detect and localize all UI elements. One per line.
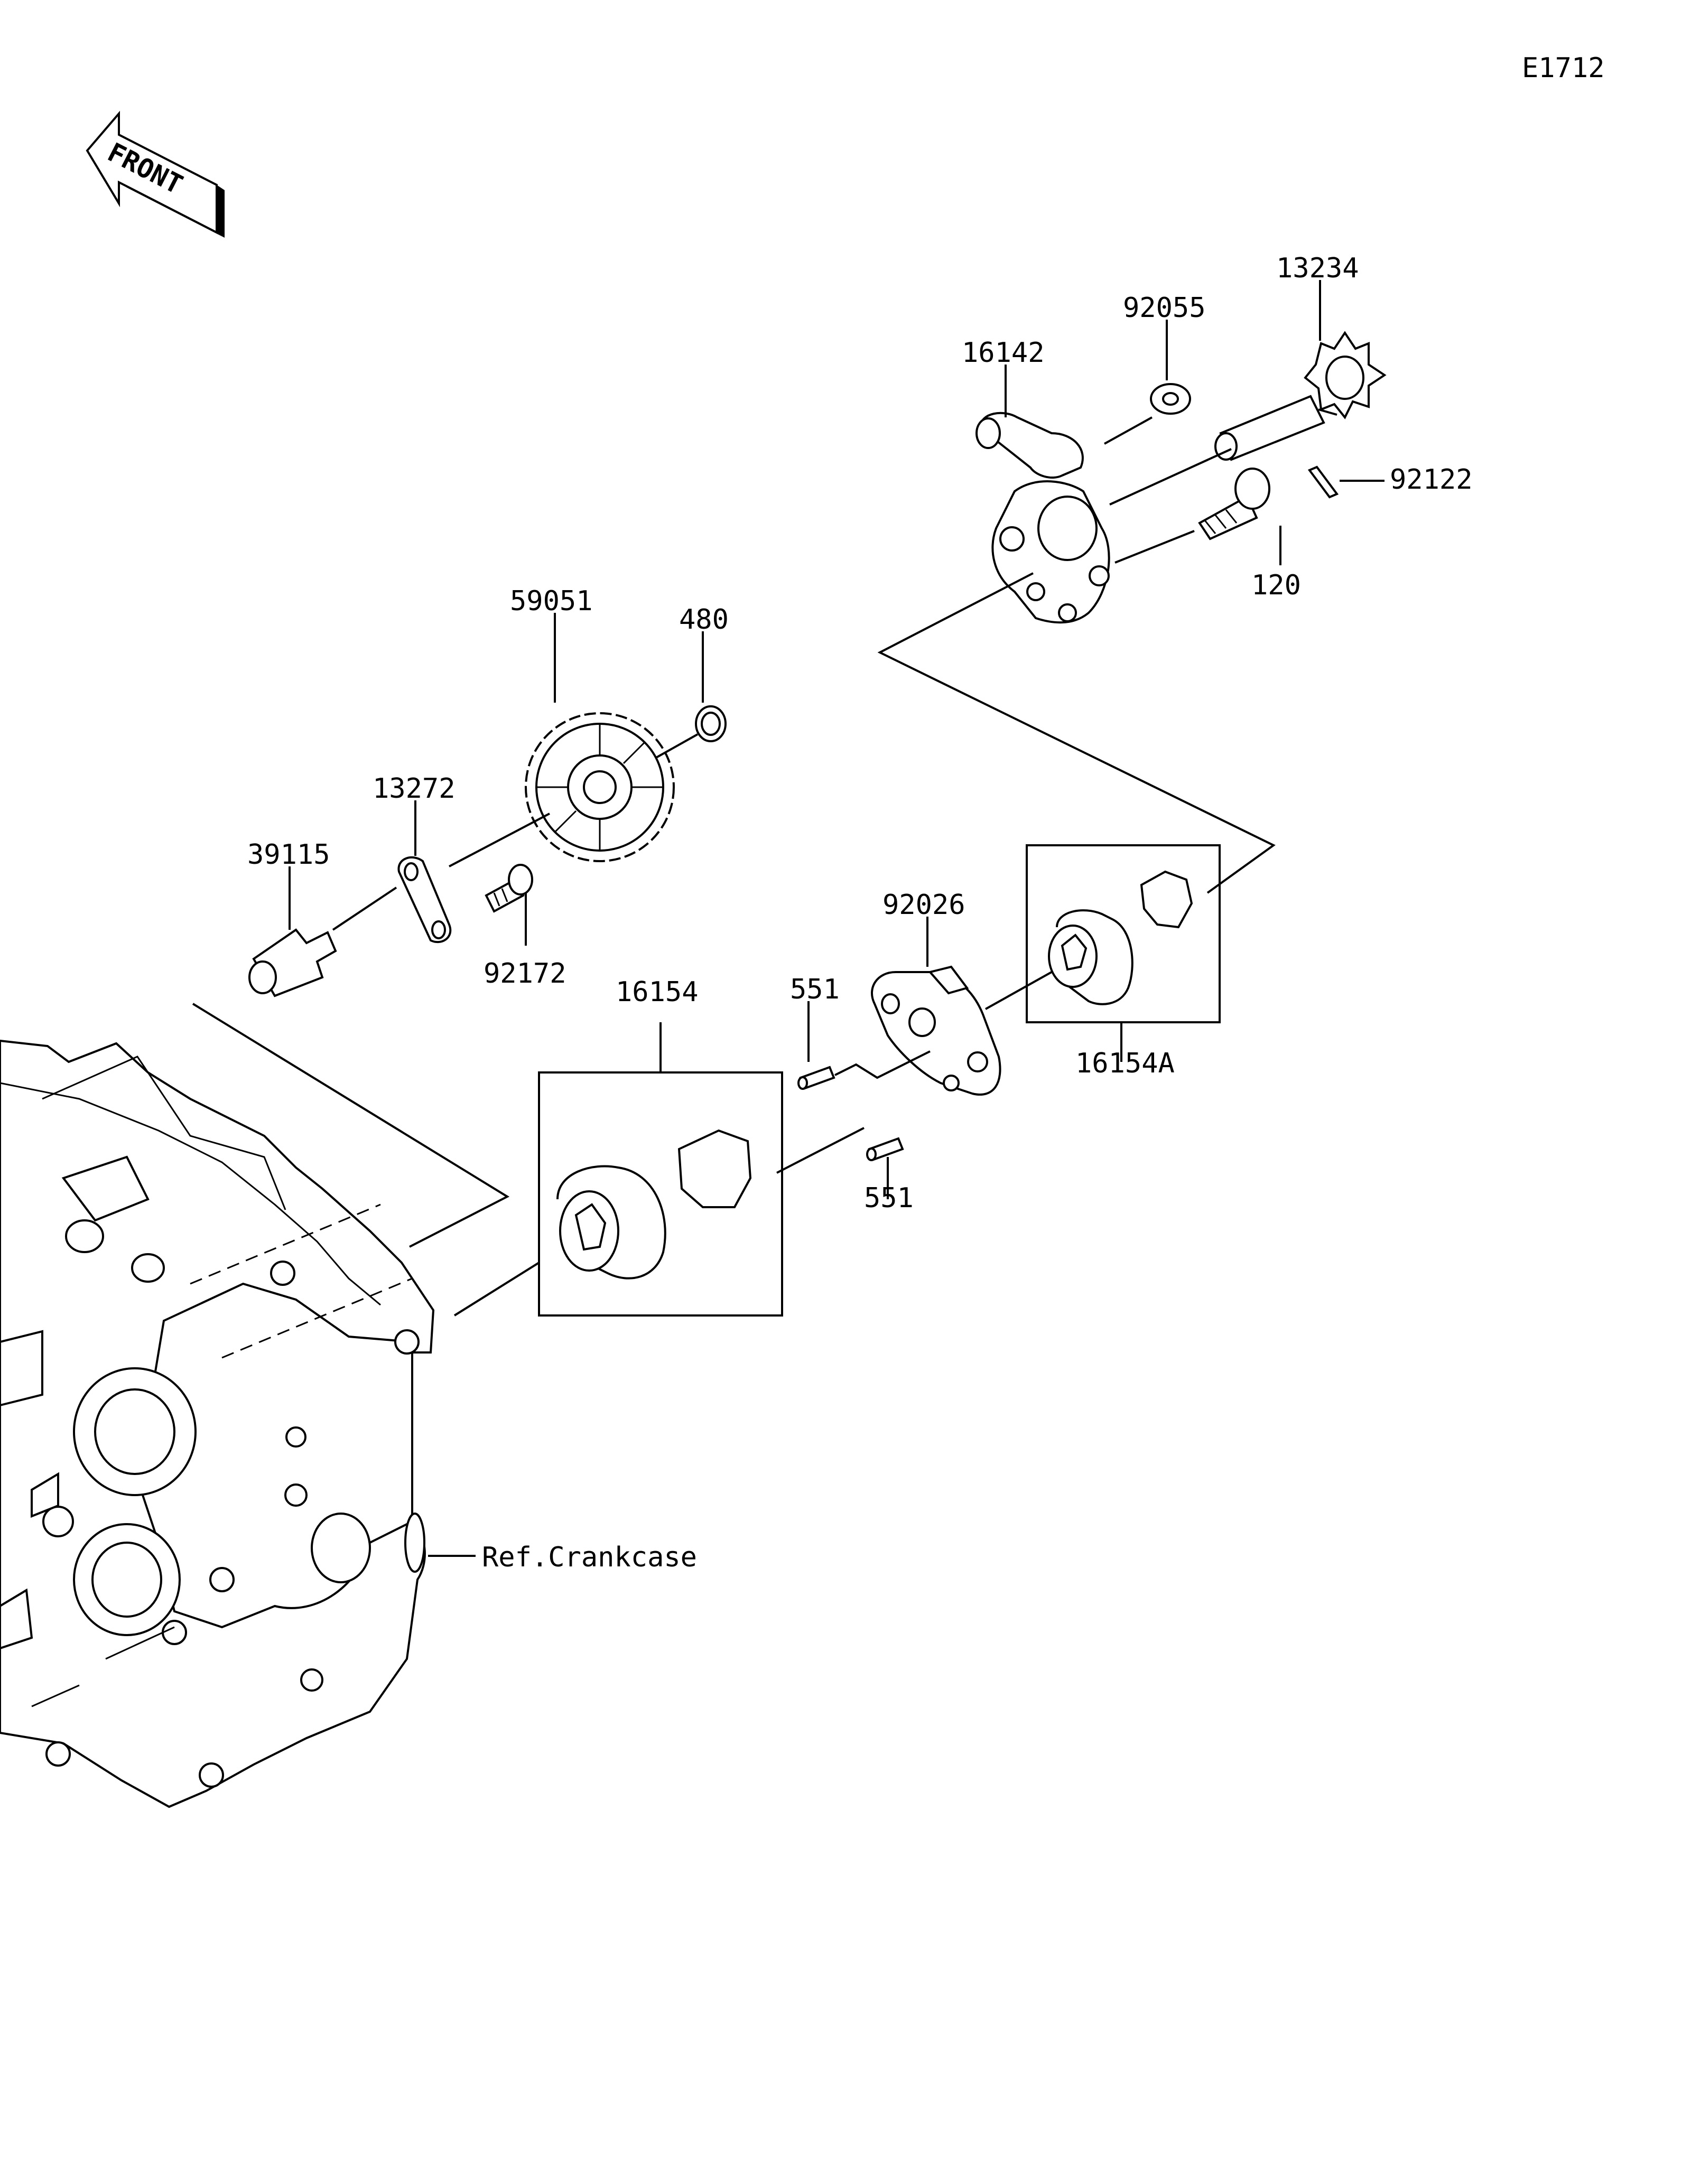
part-label-13272: 13272 xyxy=(373,773,456,805)
dowel-pin-551-lower xyxy=(866,1137,904,1161)
front-arrow-icon: FRONT xyxy=(86,110,225,238)
part-label-120: 120 xyxy=(1251,570,1301,601)
part-label-551-upper: 551 xyxy=(790,974,840,1005)
part-label-39115: 39115 xyxy=(247,839,330,871)
box-16154A xyxy=(1026,844,1221,1023)
axis-line-rotor xyxy=(985,971,1052,1010)
inner-rotor-16154 xyxy=(677,1129,752,1208)
part-label-13234: 13234 xyxy=(1276,253,1359,284)
bolt-120 xyxy=(1198,468,1270,540)
axis-line-1 xyxy=(1104,416,1153,445)
axis-line-clip xyxy=(655,733,698,759)
diagram-code: E1712 xyxy=(1522,52,1605,84)
washer-92055 xyxy=(1150,383,1191,415)
plate-13272 xyxy=(397,856,452,944)
outer-rotor-16154A xyxy=(1048,909,1133,1005)
dowel-pin-551-upper xyxy=(797,1066,835,1090)
pump-cover-16142 xyxy=(975,412,1110,624)
part-label-480: 480 xyxy=(679,604,729,636)
axis-line-16154 xyxy=(776,1127,865,1174)
screw-92172 xyxy=(485,864,533,913)
part-label-16154A: 16154A xyxy=(1075,1048,1175,1079)
part-label-551-lower: 551 xyxy=(864,1182,914,1214)
axis-line-crankcase xyxy=(453,1262,540,1317)
part-label-16154: 16154 xyxy=(616,976,699,1008)
axis-line-gear xyxy=(449,813,550,867)
circlip-480 xyxy=(695,705,727,742)
assembly-bracket-upper xyxy=(877,572,1276,894)
axis-line-2 xyxy=(1109,448,1232,506)
pin-guide-line xyxy=(834,1050,931,1079)
pump-body-92026 xyxy=(871,965,1001,1096)
part-label-92172: 92172 xyxy=(484,958,566,990)
part-label-16142: 16142 xyxy=(962,337,1045,369)
outer-rotor-16154 xyxy=(556,1165,666,1280)
part-label-92026: 92026 xyxy=(882,889,965,921)
inner-rotor-16154A xyxy=(1140,870,1193,929)
reference-label-crankcase: Ref.Crankcase xyxy=(482,1542,697,1573)
assembly-bracket-left xyxy=(192,1003,510,1248)
collar-39115 xyxy=(248,928,337,997)
sprocket-59051 xyxy=(525,712,675,862)
pin-92122 xyxy=(1307,465,1339,499)
axis-line-3 xyxy=(1114,530,1195,564)
axis-line-collar xyxy=(332,886,397,931)
part-label-92122: 92122 xyxy=(1390,464,1473,496)
part-label-92055: 92055 xyxy=(1123,292,1206,324)
pump-shaft-gear-13234 xyxy=(1214,331,1387,461)
crankcase-reference xyxy=(0,1039,435,1808)
part-label-59051: 59051 xyxy=(510,585,593,617)
